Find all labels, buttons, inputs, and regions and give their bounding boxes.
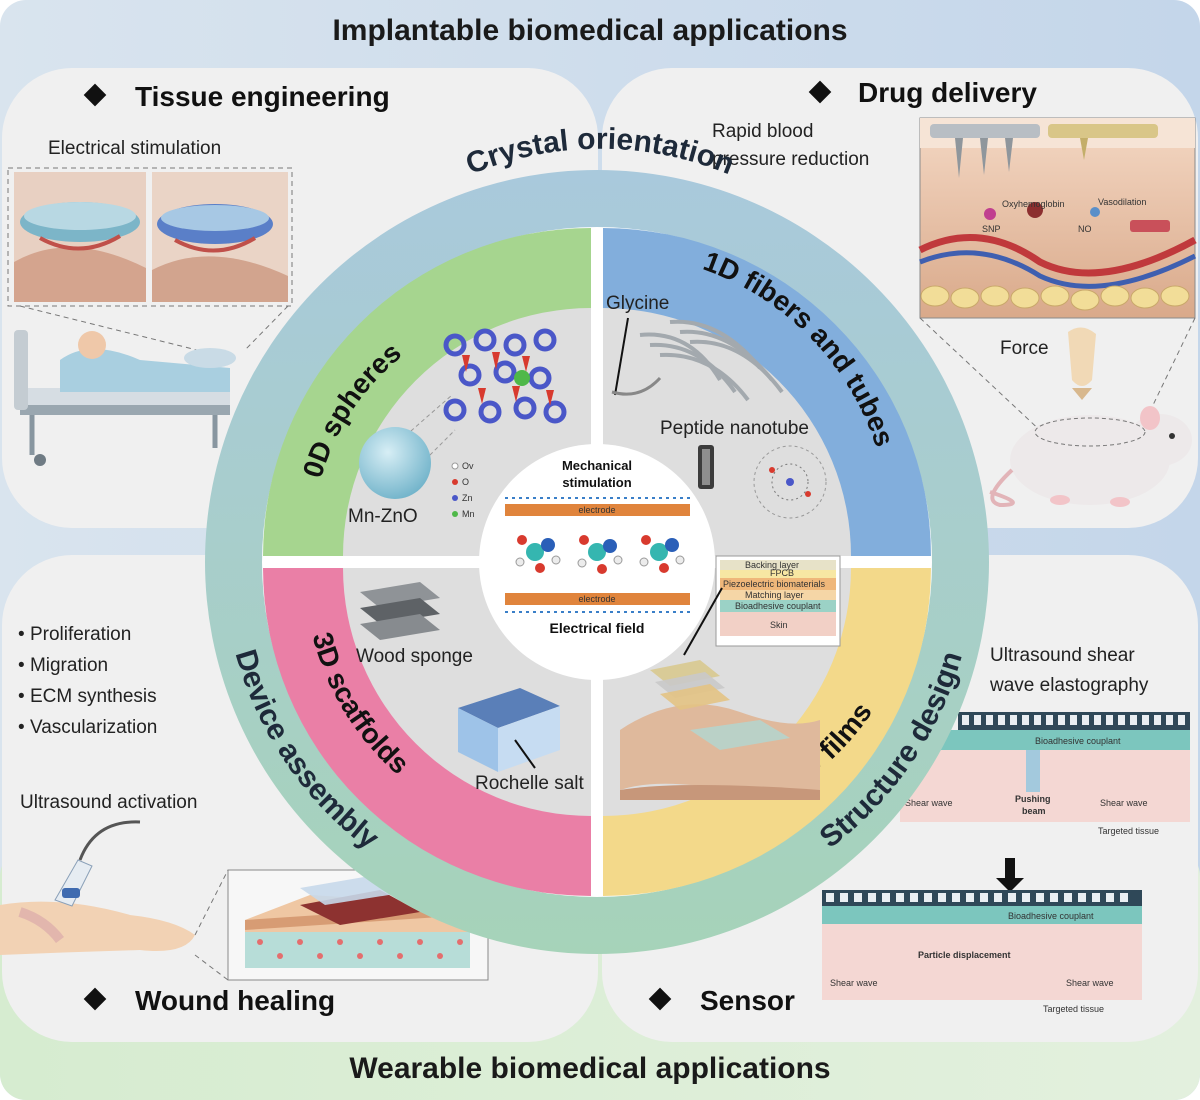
- electrode-bottom-label: electrode: [578, 594, 615, 604]
- pushing-label: Pushing: [1015, 794, 1051, 804]
- force-label: Force: [1000, 338, 1049, 359]
- no-label: NO: [1078, 224, 1092, 234]
- arm-probe-illustration: [0, 820, 195, 955]
- drug-title: Drug delivery: [858, 77, 1037, 108]
- wound-bullet-1: • Proliferation: [18, 624, 131, 645]
- center-circle: [479, 444, 715, 680]
- shear-wave-right-label-2: Shear wave: [1066, 978, 1114, 988]
- patient-bed-illustration: [14, 330, 236, 466]
- center-top-line2: stimulation: [562, 475, 631, 490]
- molecule-icons: [515, 535, 685, 574]
- svg-text:Piezoelectric biomaterials: Piezoelectric biomaterials: [723, 579, 826, 589]
- stimulation-illustration-right: [152, 172, 288, 302]
- svg-text:Skin: Skin: [770, 620, 788, 630]
- microneedle-skin-illustration: Oxyhemoglobin Vasodilation SNP NO: [918, 117, 1197, 319]
- center-top-line1: Mechanical: [562, 458, 632, 473]
- diamond-bullet-icon: [648, 987, 672, 1011]
- crystal-lattice-illustration: [443, 328, 567, 424]
- stimulation-illustration-left: [14, 172, 146, 302]
- peptide-nanotube-illustration: [698, 445, 827, 519]
- rochelle-salt-illustration: [458, 688, 560, 772]
- wound-title: Wound healing: [135, 985, 335, 1016]
- electrode-top-label: electrode: [578, 505, 615, 515]
- elastography-diagram-bottom: Bioadhesive couplant Particle displaceme…: [822, 890, 1142, 1014]
- mouse-illustration: [989, 406, 1192, 508]
- ultrasound-activation-label: Ultrasound activation: [20, 792, 197, 813]
- glycine-label: Glycine: [606, 293, 669, 314]
- bottom-banner-title: Wearable biomedical applications: [349, 1052, 830, 1085]
- layer-stack-inset: Backing layer FPCB Piezoelectric biomate…: [715, 555, 841, 647]
- shear-wave-left-label-2: Shear wave: [830, 978, 878, 988]
- center-bottom-label: Electrical field: [550, 620, 645, 636]
- tissue-title: Tissue engineering: [135, 81, 390, 112]
- couplant-label-top: Bioadhesive couplant: [1035, 736, 1121, 746]
- wound-tissue-illustration: [245, 876, 470, 968]
- shear-wave-right-label: Shear wave: [1100, 798, 1148, 808]
- svg-text:O: O: [462, 477, 469, 487]
- particle-displacement-label: Particle displacement: [918, 950, 1011, 960]
- targeted-tissue-label-top: Targeted tissue: [1098, 826, 1159, 836]
- svg-text:Ov: Ov: [462, 461, 474, 471]
- mn-zno-sphere-icon: [359, 427, 431, 499]
- patch-on-skin-illustration: [620, 660, 820, 800]
- oxyhemoglobin-label: Oxyhemoglobin: [1002, 199, 1065, 209]
- elastography-diagram-top: Bioadhesive couplant Shear wave Shear wa…: [900, 712, 1190, 836]
- svg-text:Backing layer: Backing layer: [745, 560, 799, 570]
- diamond-bullet-icon: [83, 987, 107, 1011]
- svg-text:Matching layer: Matching layer: [745, 590, 804, 600]
- electrode-bottom: [505, 593, 690, 605]
- central-wheel: Crystal orientation Device assembly Stru…: [205, 123, 989, 954]
- wound-section: • Proliferation • Migration • ECM synthe…: [0, 624, 489, 1016]
- stimulation-inset-frame: [7, 167, 293, 307]
- electrode-top: [505, 504, 690, 516]
- sensor-title: Sensor: [700, 985, 795, 1016]
- wound-bullet-4: • Vascularization: [18, 717, 157, 738]
- sensor-caption-line1: Ultrasound shear: [990, 645, 1135, 666]
- wound-bullet-3: • ECM synthesis: [18, 686, 157, 707]
- tissue-section: Tissue engineering Electrical stimulatio…: [7, 81, 390, 466]
- wood-sponge-label: Wood sponge: [356, 646, 473, 667]
- targeted-tissue-label-bottom: Targeted tissue: [1043, 1004, 1104, 1014]
- beam-label: beam: [1022, 806, 1046, 816]
- tissue-caption: Electrical stimulation: [48, 138, 221, 159]
- down-arrow-icon: [996, 858, 1024, 892]
- sensor-caption-line2: wave elastography: [989, 675, 1149, 696]
- drug-caption-line2: pressure reduction: [712, 149, 869, 170]
- svg-text:Bioadhesive couplant: Bioadhesive couplant: [735, 601, 821, 611]
- top-banner-title: Implantable biomedical applications: [332, 14, 847, 47]
- diamond-bullet-icon: [83, 83, 107, 107]
- snp-label: SNP: [982, 224, 1001, 234]
- wound-bullet-2: • Migration: [18, 655, 108, 676]
- sensor-section: Ultrasound shear wave elastography Bioad…: [648, 645, 1190, 1016]
- rochelle-salt-label: Rochelle salt: [475, 773, 584, 794]
- peptide-nanotube-label: Peptide nanotube: [660, 418, 809, 439]
- svg-text:Mn: Mn: [462, 509, 475, 519]
- glycine-fibers-illustration: [611, 317, 784, 402]
- mn-zno-label: Mn-ZnO: [348, 506, 418, 527]
- drug-caption-line1: Rapid blood: [712, 121, 813, 142]
- diamond-bullet-icon: [808, 80, 832, 104]
- wood-sponge-illustration: [360, 582, 440, 640]
- vasodilation-label: Vasodilation: [1098, 197, 1146, 207]
- svg-text:Zn: Zn: [462, 493, 473, 503]
- svg-text:FPCB: FPCB: [770, 568, 794, 578]
- finger-press-icon: [1068, 327, 1096, 400]
- drug-section: Drug delivery Rapid blood pressure reduc…: [712, 77, 1197, 508]
- shear-wave-left-label: Shear wave: [905, 798, 953, 808]
- couplant-label-bottom: Bioadhesive couplant: [1008, 911, 1094, 921]
- atom-legend: Ov O Zn Mn: [451, 461, 475, 519]
